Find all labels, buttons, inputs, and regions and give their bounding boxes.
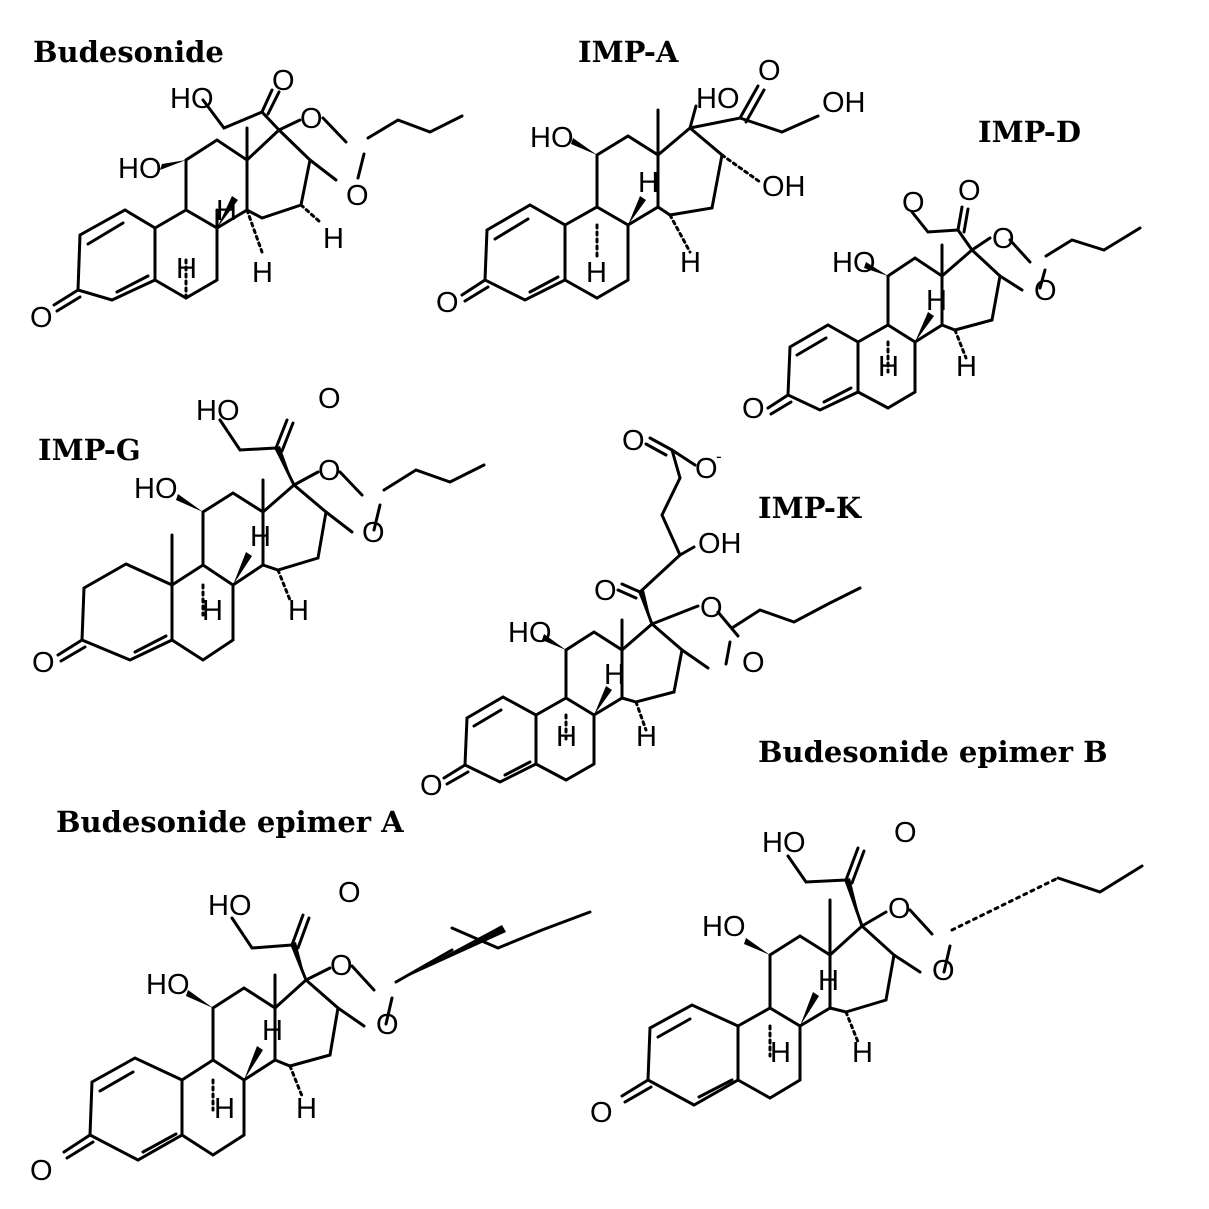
atom-o-carbonyl: O: [622, 425, 645, 457]
atom-h-c8: H: [818, 965, 839, 997]
title-epimer-b: Budesonide epimer B: [758, 735, 1108, 769]
atom-o-ring1: O: [888, 893, 911, 925]
atom-h-c9: H: [556, 721, 577, 753]
atom-h-c14: H: [852, 1037, 873, 1069]
atom-o-c20: O: [318, 383, 341, 415]
atom-h-c14: H: [288, 595, 309, 627]
atom-h-c14: H: [636, 721, 657, 753]
atom-h-c8: H: [604, 659, 625, 691]
molecule-budesonide: O HO HO O O O H H H H: [30, 65, 464, 334]
atom-o-ring2: O: [1034, 275, 1057, 307]
atom-h-c9: H: [878, 351, 899, 383]
atom-o-ring2: O: [362, 517, 385, 549]
atom-o-c20: O: [272, 65, 295, 97]
atom-h-c8: H: [638, 167, 659, 199]
atom-h-c8: H: [250, 521, 271, 553]
atom-o-carboxylate: O: [695, 453, 718, 485]
atom-h-c9: H: [770, 1037, 791, 1069]
atom-o-ketone: O: [436, 287, 459, 319]
atom-o-c20: O: [338, 877, 361, 909]
atom-h-c14: H: [680, 247, 701, 279]
title-budesonide: Budesonide: [33, 35, 224, 69]
atom-o-c20: O: [758, 55, 781, 87]
title-imp-k: IMP-K: [758, 491, 863, 525]
atom-h-c14: H: [956, 351, 977, 383]
atom-o-ring2: O: [376, 1009, 399, 1041]
atom-h-c8: H: [216, 195, 237, 227]
atom-h-c8: H: [926, 285, 947, 317]
atom-o-aldehyde: O: [902, 187, 925, 219]
atom-o-ring2: O: [932, 955, 955, 987]
atom-o-c20: O: [594, 575, 617, 607]
title-imp-d: IMP-D: [978, 115, 1081, 149]
atom-ho-c21: HO: [196, 395, 240, 427]
atom-h-c9: H: [214, 1093, 235, 1125]
atom-ho-c21: HO: [170, 83, 214, 115]
atom-o-ring2: O: [742, 647, 765, 679]
atom-o-ketone: O: [420, 770, 443, 802]
atom-o-ring1: O: [300, 103, 323, 135]
atom-h-c9: H: [202, 595, 223, 627]
molecule-epimer-a: O HO HO O O O H H H: [30, 877, 592, 1187]
atom-h-c14: H: [252, 257, 273, 289]
atom-h-c8: H: [262, 1015, 283, 1047]
molecule-imp-g: O HO HO O O O H H H: [32, 383, 486, 679]
atom-ho-c11: HO: [702, 911, 746, 943]
atom-oh-c16: OH: [762, 171, 806, 203]
atom-ho-c21: HO: [208, 890, 252, 922]
atom-ho-c11: HO: [508, 617, 552, 649]
atom-oh-c21: OH: [822, 87, 866, 119]
atom-ho-c11: HO: [118, 153, 162, 185]
atom-ho-c21: HO: [762, 827, 806, 859]
atom-ho-c11: HO: [134, 473, 178, 505]
title-epimer-a: Budesonide epimer A: [56, 805, 404, 839]
atom-o-ring1: O: [318, 455, 341, 487]
molecule-imp-k: O HO O OH O O - O O H H H: [420, 425, 862, 802]
atom-o-ketone: O: [742, 393, 765, 425]
atom-h-c14: H: [296, 1093, 317, 1125]
atom-ho-c17: HO: [696, 83, 740, 115]
molecule-epimer-b: O HO HO O O O H H H: [590, 817, 1144, 1129]
atom-oh-side: OH: [698, 528, 742, 560]
atom-o-ketone: O: [30, 302, 53, 334]
atom-ho-c11: HO: [530, 122, 574, 154]
atom-ho-c11: HO: [832, 247, 876, 279]
atom-o-ring1: O: [330, 950, 353, 982]
atom-o-ketone: O: [30, 1155, 53, 1187]
atom-o-ketone: O: [32, 647, 55, 679]
atom-h-c9: H: [586, 257, 607, 289]
atom-o-ring2: O: [346, 180, 369, 212]
atom-o-c20: O: [958, 175, 981, 207]
atom-o-c20: O: [894, 817, 917, 849]
molecule-imp-a: O HO HO O OH OH H H H: [436, 55, 866, 319]
atom-o-ring1: O: [992, 223, 1015, 255]
title-imp-g: IMP-G: [38, 433, 141, 467]
molecule-imp-d: O HO O O O O H H H: [742, 175, 1142, 425]
atom-h-c16: H: [323, 223, 344, 255]
atom-charge-minus: -: [716, 447, 722, 466]
title-imp-a: IMP-A: [578, 35, 679, 69]
atom-ho-c11: HO: [146, 969, 190, 1001]
atom-o-ketone: O: [590, 1097, 613, 1129]
atom-h-c9: H: [176, 253, 197, 285]
atom-o-ring1: O: [700, 592, 723, 624]
